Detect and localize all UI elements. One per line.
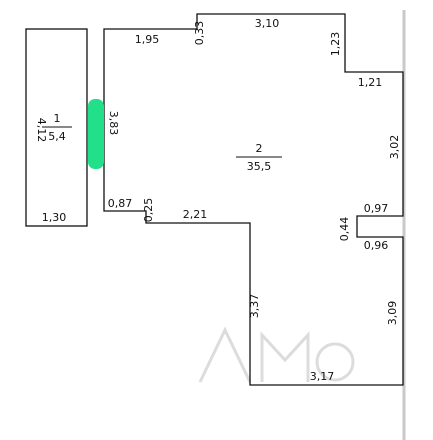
- dim-top-left-width: 1,95: [135, 33, 160, 46]
- dim-bottom-width: 3,17: [310, 370, 335, 383]
- room-2-area: 35,5: [247, 160, 272, 173]
- dim-top-width: 3,10: [255, 17, 280, 30]
- dim-lower-right-height: 3,09: [386, 301, 399, 326]
- dim-room1-width: 1,30: [42, 211, 67, 224]
- dim-left-wall: 3,83: [107, 111, 120, 136]
- dim-notch-bottom-width: 0,96: [364, 239, 389, 252]
- room-1-label: 1 5,4: [42, 112, 72, 143]
- room-2-label: 2 35,5: [236, 142, 282, 173]
- dim-notch-top-width: 0,97: [364, 202, 389, 215]
- room-1-number: 1: [54, 112, 61, 125]
- room-1-outline: [25, 28, 88, 227]
- dim-top-step: 0,33: [193, 21, 206, 46]
- dim-bottom-left-width: 0,87: [108, 197, 133, 210]
- dim-right-mid: 3,02: [388, 135, 401, 160]
- dim-bottom-left-step: 0,25: [142, 198, 155, 223]
- dim-lower-left-height: 3,37: [248, 294, 261, 319]
- dim-right-upper-step: 1,23: [329, 32, 342, 57]
- dim-bottom-mid-width: 2,21: [183, 208, 208, 221]
- dim-room1-height: 4,12: [35, 118, 48, 143]
- dim-notch-height: 0,44: [338, 217, 351, 242]
- room-2-outline: [103, 13, 404, 386]
- room-1-area: 5,4: [48, 130, 66, 143]
- room-2-number: 2: [256, 142, 263, 155]
- watermark: [198, 326, 355, 383]
- opening-marker: [88, 99, 104, 169]
- dim-right-upper-width: 1,21: [358, 76, 383, 89]
